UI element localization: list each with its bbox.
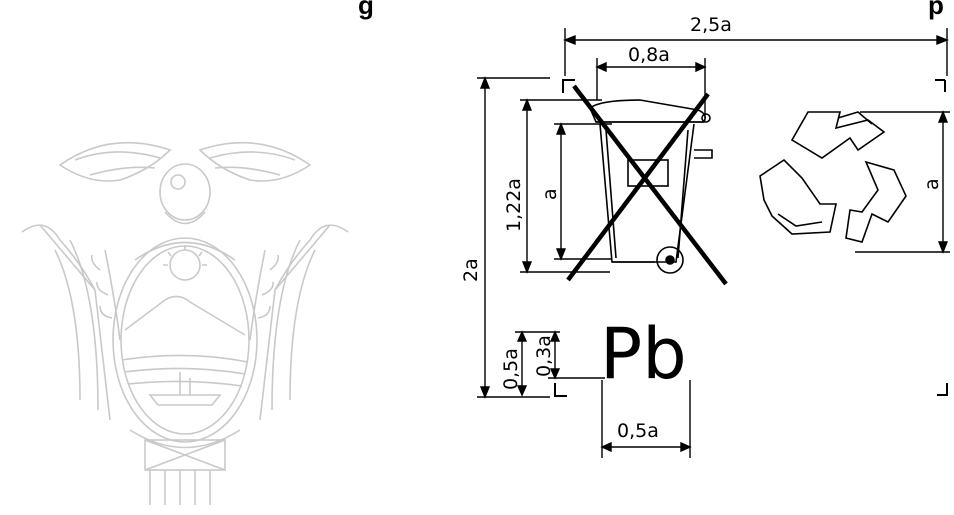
dim-pb-box: 0,5a — [500, 348, 522, 390]
coat-of-arms-watermark-icon — [21, 141, 349, 505]
dim-inner-width: 0,8a — [628, 44, 670, 66]
pb-symbol: Pb — [600, 313, 687, 395]
header-fragment-left: g — [358, 0, 374, 20]
dim-top-width: 2,5a — [690, 14, 732, 36]
dim-pb-letter: 0,3a — [533, 335, 555, 377]
recycling-arrows-icon — [759, 111, 907, 243]
dim-bin-inner: a — [539, 188, 561, 200]
header-fragment-right: p — [928, 0, 944, 20]
dim-pb-width: 0,5a — [617, 420, 659, 442]
dim-total-height: 2a — [460, 258, 482, 282]
dim-recycle-height: a — [921, 178, 943, 190]
crossed-out-wheelie-bin-icon — [566, 84, 728, 286]
dim-bin-height: 1,22a — [503, 178, 525, 232]
crop-marks — [554, 79, 948, 397]
dimension-lines — [477, 28, 950, 458]
